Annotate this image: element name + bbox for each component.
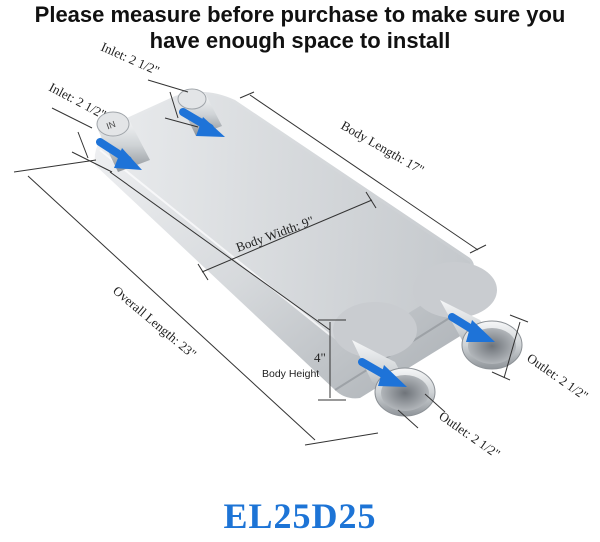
pipe-stamp: IN [105, 119, 117, 131]
outlet-bottom-label: Outlet: 2 1/2" [436, 408, 503, 461]
headline-line-2: have enough space to install [149, 28, 451, 53]
inlet-left-label: Inlet: 2 1/2" [47, 79, 109, 122]
dimension-lines [13, 79, 529, 446]
headline-line-1: Please measure before purchase to make s… [34, 2, 566, 27]
outlet-right-label: Outlet: 2 1/2" [524, 350, 591, 403]
muffler-body [94, 91, 474, 399]
body-length-label: Body Length: 17" [339, 118, 427, 178]
arrow-icon [358, 358, 407, 387]
model-number: EL25D25 [223, 496, 377, 536]
inlet-pipe-left: IN [96, 111, 150, 172]
arrow-icon [179, 108, 225, 137]
arrow-icon [96, 138, 142, 170]
arrow-icon [448, 313, 495, 342]
body-height-label: Body Height [262, 368, 319, 380]
inlet-right-label: Inlet: 2 1/2" [99, 39, 162, 78]
body-height-value: 4" [314, 350, 326, 365]
flow-arrows [96, 108, 495, 387]
